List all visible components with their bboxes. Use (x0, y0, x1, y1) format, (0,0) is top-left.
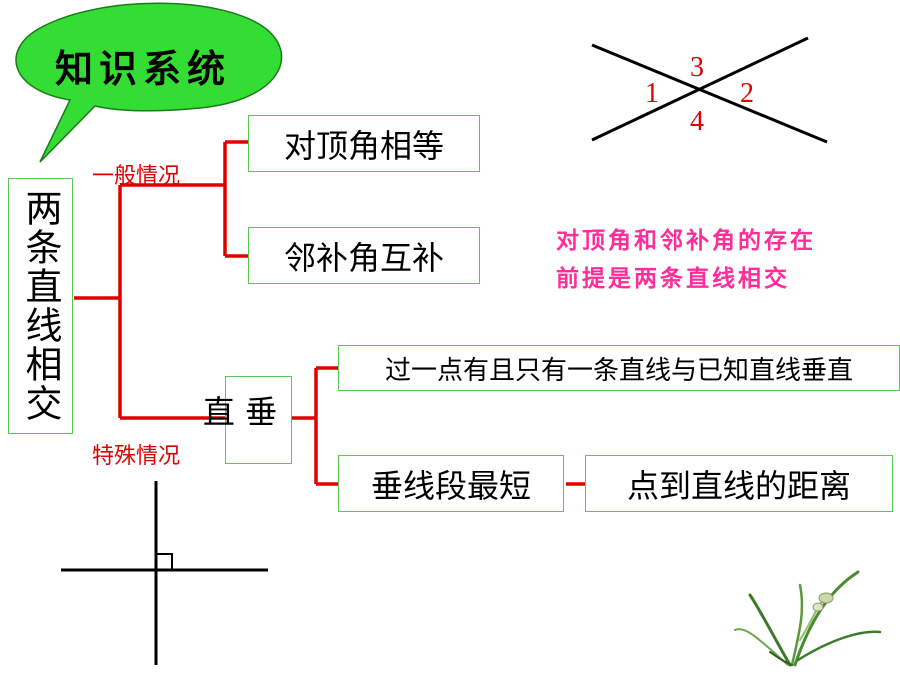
branch-label-general: 一般情况 (92, 164, 181, 189)
angle-number-3: 3 (690, 52, 704, 83)
root-label-wrap: 两条直线相交 (8, 178, 73, 434)
node-vertical-angles-label: 对顶角相等 (283, 126, 444, 165)
angle-number-4: 4 (690, 106, 704, 137)
node-unique-perpendicular (338, 345, 900, 391)
node-shortest-segment-label: 垂线段最短 (370, 466, 531, 505)
node-point-line-distance-label: 点到直线的距离 (626, 466, 851, 505)
note-line-1: 对顶角和邻补角的存在 (556, 227, 816, 254)
node-point-line-distance (585, 455, 893, 512)
node-adjacent-angles (248, 227, 480, 284)
intersecting-lines-figure (591, 36, 828, 144)
note-text: 对顶角和邻补角的存在 前提是两条直线相交 (556, 222, 816, 298)
bubble-shape (15, 2, 283, 163)
node-adjacent-angles-label: 邻补角互补 (283, 238, 444, 277)
node-perpendicular (225, 376, 292, 464)
orchid-decoration (734, 570, 882, 667)
angle-number-1: 1 (645, 78, 659, 109)
bubble-title: 知识系统 (54, 46, 231, 91)
node-vertical-angles (248, 115, 480, 172)
node-shortest-segment (338, 455, 564, 512)
root-node (8, 178, 73, 434)
angle-number-2: 2 (740, 78, 754, 109)
node-perpendicular-label: 直 垂 (202, 393, 278, 431)
node-unique-perpendicular-label: 过一点有且只有一条直线与已知直线垂直 (384, 355, 853, 386)
perpendicular-figure (61, 481, 268, 665)
root-label: 两条直线相交 (19, 189, 62, 423)
branch-label-special: 特殊情况 (92, 444, 181, 469)
note-line-2: 前提是两条直线相交 (556, 265, 790, 292)
